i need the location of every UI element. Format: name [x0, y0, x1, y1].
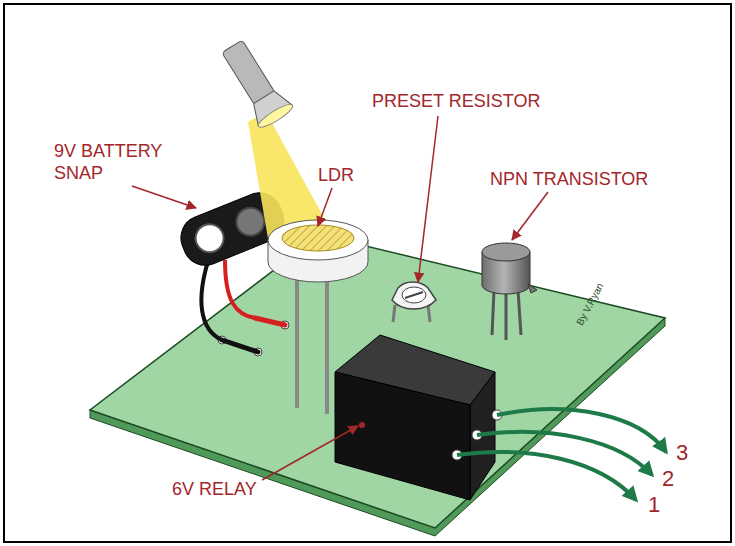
frame — [4, 4, 731, 542]
leader-lines — [132, 116, 548, 480]
output-arrows — [457, 409, 666, 500]
callout-number: 1 — [648, 492, 660, 518]
torch — [215, 36, 295, 131]
npn-transistor — [482, 243, 537, 340]
black-wire — [201, 255, 222, 340]
battery-pads — [218, 318, 289, 356]
preset-resistor — [392, 282, 436, 322]
part-label: NPN TRANSISTOR — [490, 168, 648, 190]
callout-number: 3 — [676, 440, 688, 466]
part-label: PRESET RESISTOR — [372, 90, 540, 112]
relay — [335, 335, 495, 500]
part-label: 9V BATTERY SNAP — [54, 140, 174, 184]
pcb — [90, 235, 665, 528]
callout-number: 2 — [662, 466, 674, 492]
red-wire — [225, 260, 255, 318]
part-label: 6V RELAY — [172, 478, 257, 500]
part-label: LDR — [318, 164, 354, 186]
